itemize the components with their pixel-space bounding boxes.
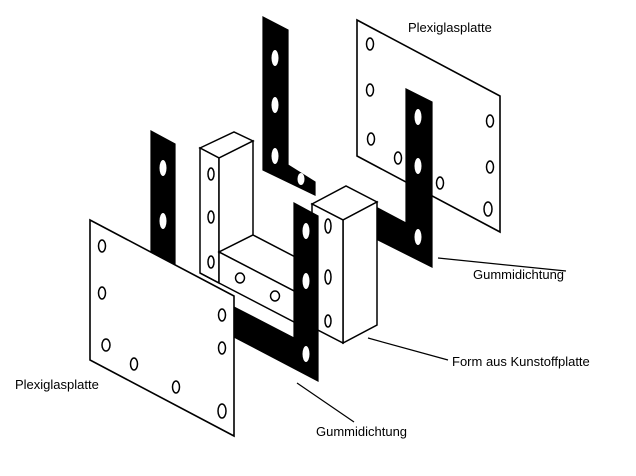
label-mold: Form aus Kunstoffplatte [452, 354, 590, 369]
label-plexiglas-top: Plexiglasplatte [408, 20, 492, 35]
rubber-gasket-front [150, 129, 319, 382]
plexiglas-plate-front [89, 218, 235, 438]
label-gasket-bottom: Gummidichtung [316, 424, 407, 439]
leader-gasket-right [437, 257, 567, 272]
label-gasket-right: Gummidichtung [473, 267, 564, 282]
label-plexiglas-bottom: Plexiglasplatte [15, 377, 99, 392]
leader-gasket-bottom [296, 382, 355, 423]
leader-mold [367, 337, 449, 361]
